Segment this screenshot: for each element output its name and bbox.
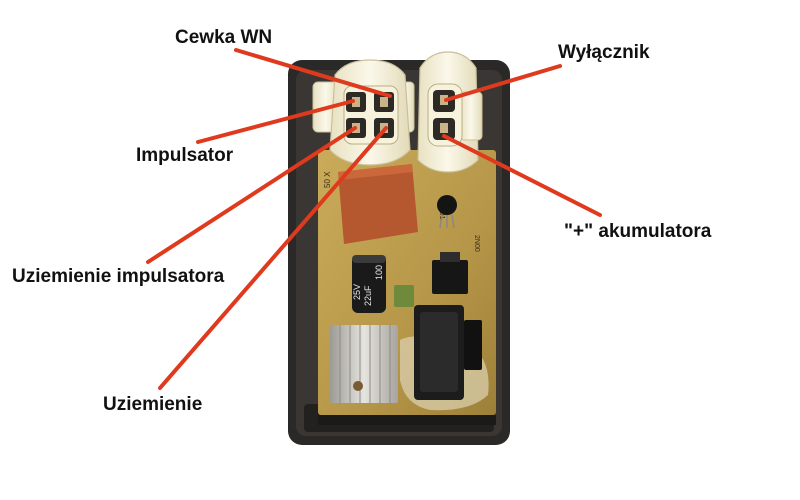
leader-lines [146,48,602,390]
electrolytic-capacitor: 25V 22uF 100 [352,255,386,313]
connector-2-pin [417,51,483,173]
label-plus-akumulatora: "+" akumulatora [564,221,712,242]
label-uziemienie-impulsatora: Uziemienie impulsatora [12,266,225,287]
pcb-text-right-2: 2N00 [473,235,480,252]
leader-line-impulsator [196,99,355,144]
thyristor [432,252,468,294]
pcb-text-left: 50 X [323,171,332,188]
label-cewka-wn: Cewka WN [175,27,273,48]
capacitor-voltage-text: 25V [352,284,362,300]
label-uziemienie: Uziemienie [103,394,203,415]
leader-line-wylacznik [444,64,562,102]
transistor [437,195,457,229]
leader-line-uziemienie [158,126,388,390]
ignition-transformer [414,305,482,400]
leader-line-plus-akumulatora [442,134,602,217]
film-capacitor [338,164,418,244]
connector-4-pin [312,59,415,166]
label-wylacznik: Wyłącznik [558,42,650,63]
label-impulsator: Impulsator [136,145,234,166]
leader-line-cewka-wn [234,48,392,98]
capacitor-capacitance-text: 22uF [363,285,373,306]
small-green-capacitor [394,285,414,307]
heatsink [330,325,398,403]
capacitor-code-text: 100 [374,265,384,280]
leader-line-uziemienie-impulsatora [146,126,357,264]
